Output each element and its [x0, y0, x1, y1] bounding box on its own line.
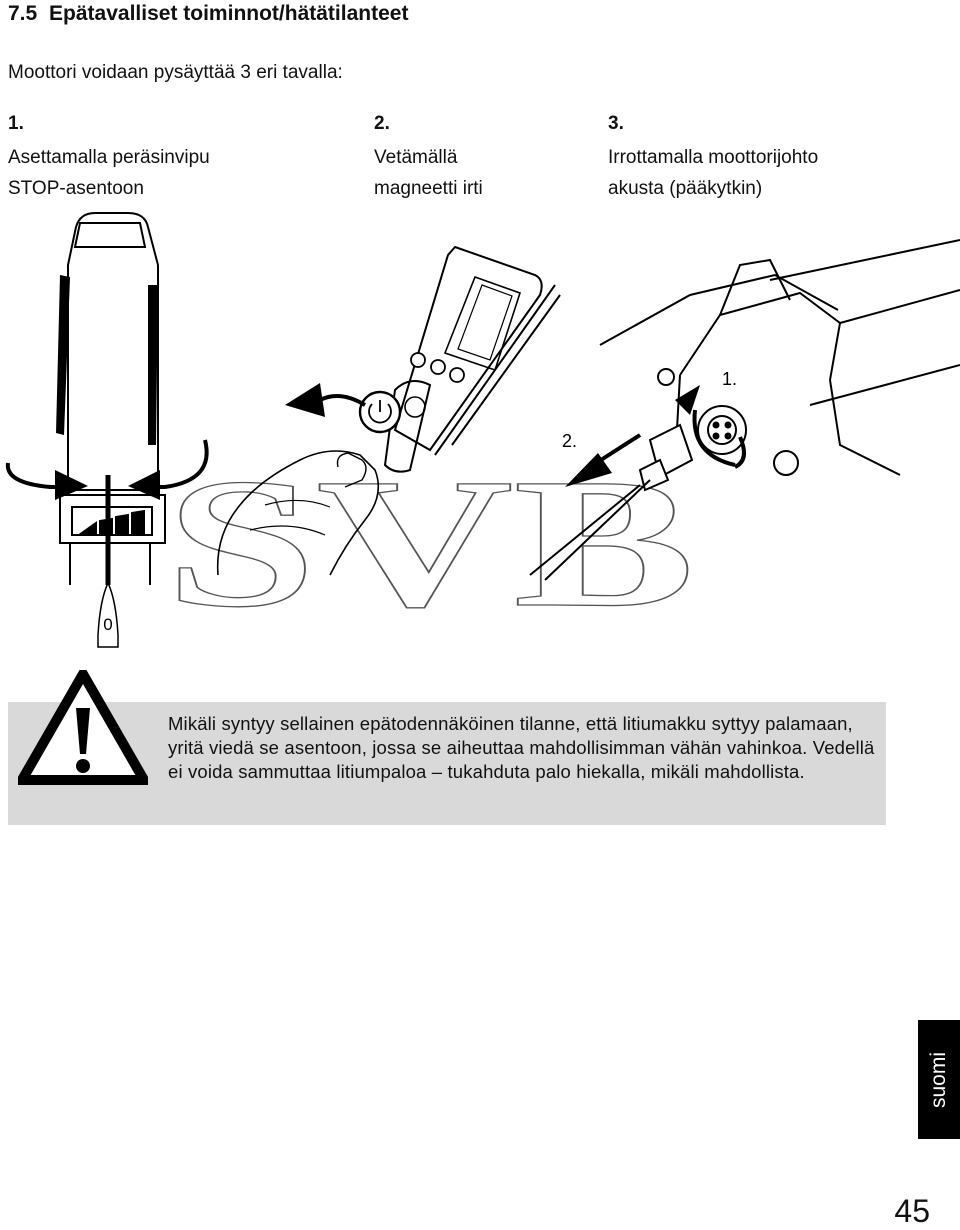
method-line: Vetämällä: [374, 147, 458, 168]
stop-method-3: 3. Irrottamalla moottorijohto akusta (pä…: [608, 112, 818, 204]
language-tab: suomi: [918, 1020, 960, 1139]
method-line: STOP-asentoon: [8, 178, 144, 199]
warning-box: Mikäli syntyy sellainen epätodennäköinen…: [8, 670, 886, 825]
rotate-arrow-right: [150, 439, 209, 489]
magnet-holder: [383, 380, 432, 473]
method-line: magneetti irti: [374, 178, 483, 199]
motor-cable-plug: [529, 423, 694, 581]
power-icon: [368, 400, 392, 424]
tiller-position-label: 0: [103, 615, 112, 634]
language-label: suomi: [927, 1051, 950, 1108]
method-number: 1.: [8, 113, 24, 134]
unplug-arrow-head-icon: [565, 453, 612, 487]
method-line: akusta (pääkytkin): [608, 178, 763, 199]
display-buttons: [410, 352, 465, 383]
twist-arrow-shaft: [692, 409, 736, 467]
intro-text: Moottori voidaan pysäyttää 3 eri tavalla…: [8, 62, 343, 83]
arrow-head-icon: [55, 470, 88, 500]
hand-outline: [216, 450, 380, 576]
method-number: 2.: [374, 113, 390, 134]
arrow-head-icon: [128, 470, 160, 500]
watermark-logo: SVB: [165, 441, 695, 646]
thumb-outline: [336, 452, 367, 488]
power-button: [404, 396, 426, 418]
stop-method-1: 1. Asettamalla peräsinvipu STOP-asentoon: [8, 112, 210, 204]
tiller-grip-pattern: [56, 275, 158, 445]
section-title: Epätavalliset toiminnot/hätätilanteet: [49, 2, 409, 25]
terminal-bolt: [657, 368, 675, 386]
battery-socket: [697, 405, 747, 455]
step-label-2: 2.: [562, 431, 577, 451]
method-line: Asettamalla peräsinvipu: [8, 147, 210, 168]
method-line: Irrottamalla moottorijohto: [608, 147, 819, 168]
warning-text: Mikäli syntyy sellainen epätodennäköinen…: [168, 713, 875, 782]
stop-methods-illustration: SVB 0: [5, 212, 960, 648]
battery-box: [599, 239, 960, 476]
section-heading: 7.5 Epätavalliset toiminnot/hätätilantee…: [8, 2, 408, 26]
pull-arrow-shaft: [319, 394, 367, 407]
step-label-1: 1.: [722, 369, 737, 389]
pull-arrow-head-icon: [285, 383, 325, 417]
terminal-bolt: [773, 450, 799, 476]
boat-icon: [97, 581, 119, 648]
twist-arrow-head-icon: [675, 385, 700, 415]
method-number: 3.: [608, 113, 624, 134]
stop-method-2: 2. Vetämällä magneetti irti: [374, 112, 483, 204]
warning-triangle-icon: [18, 670, 148, 785]
rotate-arrow-left: [5, 462, 60, 489]
tiller-handle: [59, 212, 166, 585]
twist-arrow-tail: [734, 436, 746, 469]
section-number: 7.5: [8, 2, 38, 25]
page-number: 45: [894, 1193, 930, 1229]
display-unit: [393, 245, 561, 456]
finger-lines: [249, 499, 331, 536]
